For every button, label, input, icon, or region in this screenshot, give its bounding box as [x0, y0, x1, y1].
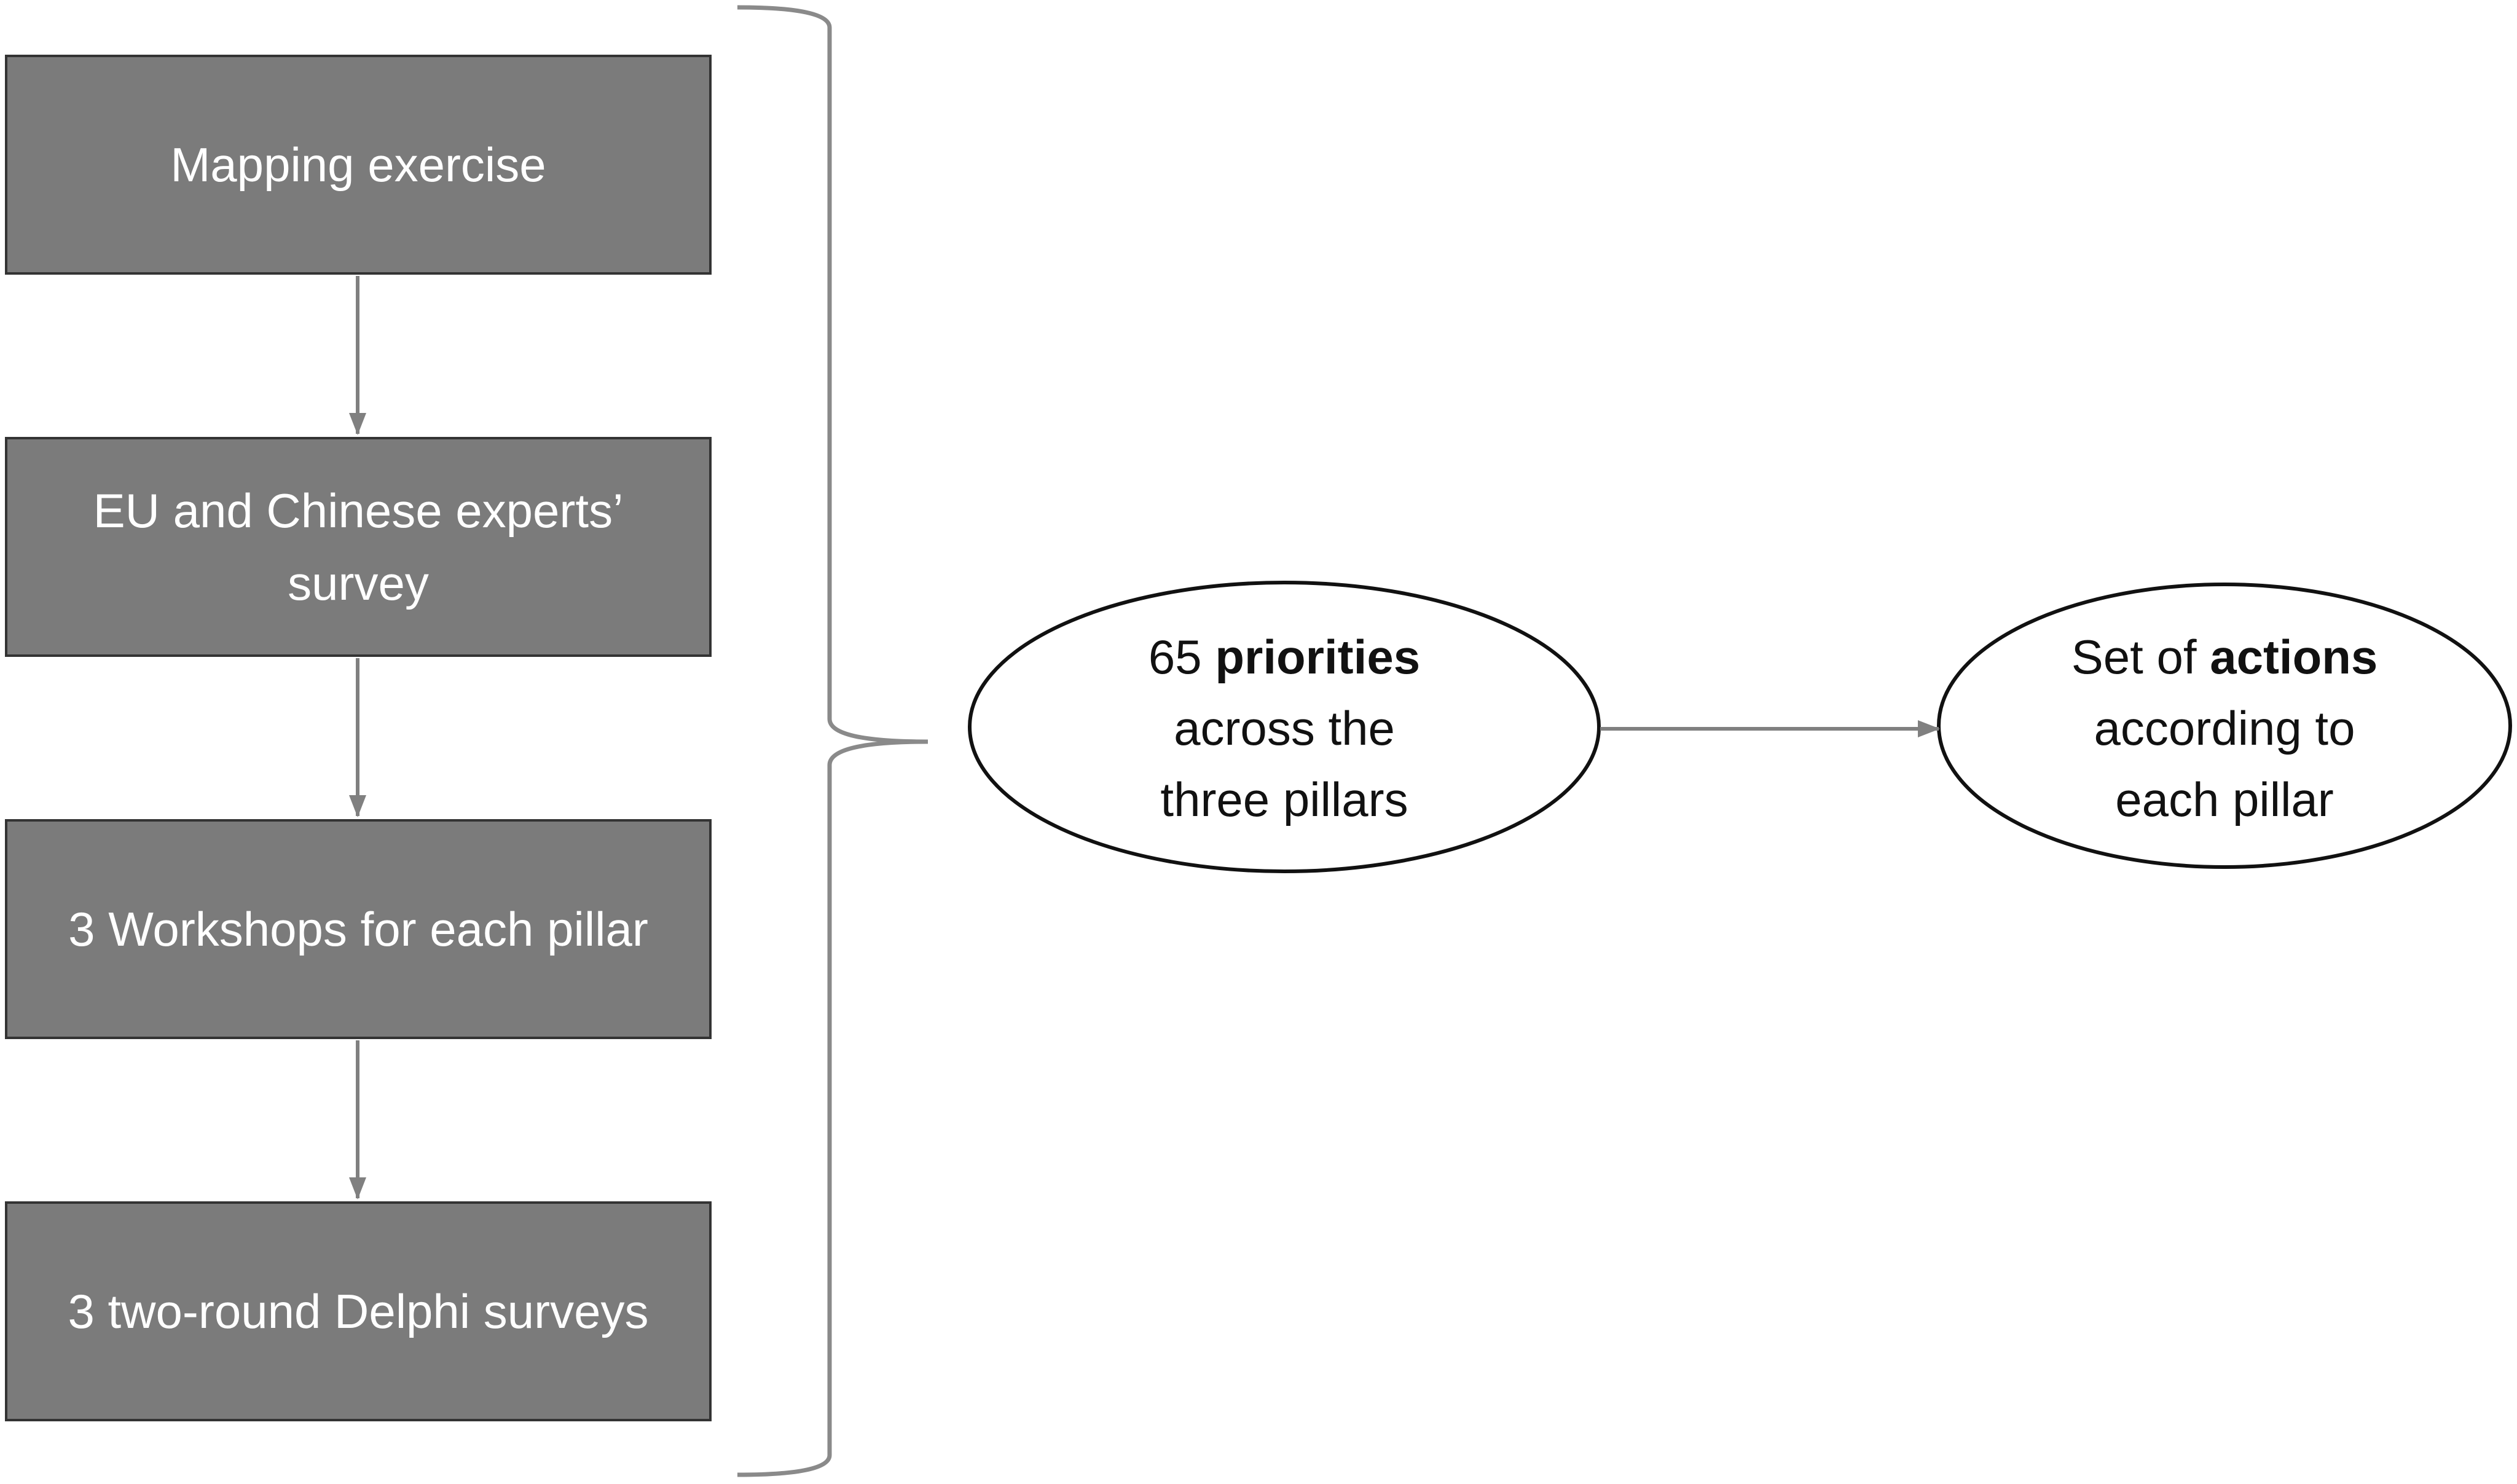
- actions-pre: Set of: [2071, 630, 2210, 684]
- step-label: Mapping exercise: [170, 138, 546, 192]
- step-label: EU and Chinese experts’ survey: [93, 484, 624, 610]
- priorities-ellipse: [968, 581, 1601, 873]
- brace: [737, 5, 929, 1477]
- step-label: 3 two-round Delphi surveys: [68, 1284, 649, 1338]
- actions-text: Set of actions according to each pillar: [2065, 621, 2384, 836]
- step-label: 3 Workshops for each pillar: [68, 902, 648, 956]
- actions-bold: actions: [2210, 630, 2378, 684]
- actions-desc: according to each pillar: [2094, 701, 2355, 826]
- priorities-desc: across the three pillars: [1160, 701, 1408, 826]
- priorities-bold: priorities: [1215, 630, 1421, 684]
- priorities-text: 65 priorities across the three pillars: [1131, 621, 1438, 836]
- step-workshops: 3 Workshops for each pillar: [5, 819, 712, 1039]
- priorities-count: 65: [1148, 630, 1215, 684]
- step-experts-survey: EU and Chinese experts’ survey: [5, 437, 712, 657]
- step-mapping-exercise: Mapping exercise: [5, 55, 712, 275]
- step-delphi-surveys: 3 two-round Delphi surveys: [5, 1201, 712, 1421]
